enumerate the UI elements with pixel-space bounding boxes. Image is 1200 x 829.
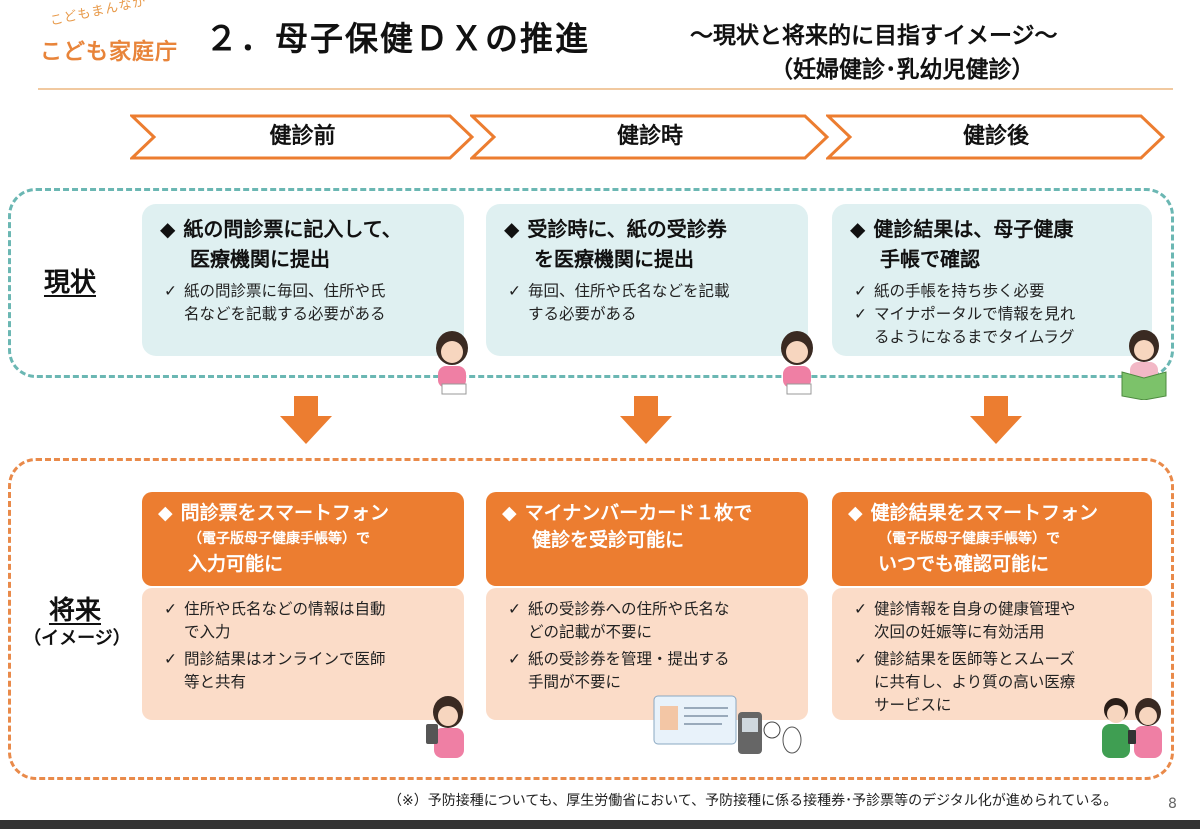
- check-item: ✓毎回、住所や氏名などを記載する必要がある: [508, 282, 730, 323]
- stage-chevron-before: 健診前: [130, 114, 475, 160]
- check-item: ✓マイナポータルで情報を見れるようになるまでタイムラグ: [854, 305, 1076, 346]
- page-title: ２．母子保健ＤＸの推進: [205, 19, 590, 58]
- stage-label: 健診前: [269, 124, 336, 149]
- box-heading: ◆受診時に、紙の受診券: [504, 217, 727, 241]
- down-arrow-icon: [620, 396, 672, 444]
- box-heading: ◆健診結果は、母子健康: [850, 217, 1074, 241]
- current-box-before: ◆紙の問診票に記入して、 医療機関に提出 ✓紙の問診票に毎回、住所や氏名などを記…: [142, 204, 464, 356]
- future-box-after: ✓健診情報を自身の健康管理や次回の妊娠等に有効活用 ✓健診結果を医師等とスムーズ…: [832, 588, 1152, 720]
- box-heading: 医療機関に提出: [190, 247, 330, 271]
- woman-writing-icon: [436, 331, 468, 395]
- check-item: ✓紙の問診票に毎回、住所や氏名などを記載する必要がある: [164, 282, 386, 323]
- future-row-label: 将来: [48, 596, 101, 626]
- woman-with-phone-icon: [426, 696, 464, 758]
- check-item: ✓紙の受診券への住所や氏名などの記載が不要に: [508, 600, 730, 641]
- stage-label: 健診時: [616, 124, 683, 149]
- logo-name: こども家庭庁: [40, 40, 179, 65]
- check-item: ✓紙の手帳を持ち歩く必要: [854, 282, 1045, 300]
- page-number: 8: [1168, 796, 1177, 812]
- current-section: [8, 188, 1174, 378]
- future-box-during: ✓紙の受診券への住所や氏名などの記載が不要に ✓紙の受診券を管理・提出する手間が…: [486, 588, 808, 720]
- future-section: [8, 458, 1174, 780]
- logo-tagline: こどもまんなか: [48, 0, 148, 29]
- card-reader-icon: [738, 712, 802, 754]
- down-arrow-icon: [280, 396, 332, 444]
- box-heading: 手帳で確認: [880, 247, 980, 271]
- future-box-before: ✓住所や氏名などの情報は自動で入力 ✓問診結果はオンラインで医師等と共有: [142, 588, 464, 720]
- current-box-during: ◆受診時に、紙の受診券 を医療機関に提出 ✓毎回、住所や氏名などを記載する必要が…: [486, 204, 808, 356]
- box-heading: を医療機関に提出: [534, 247, 694, 271]
- check-item: ✓問診結果はオンラインで医師等と共有: [164, 650, 386, 691]
- footnote: （※）予防接種についても、厚生労働省において、予防接種に係る接種券･予診票等のデ…: [388, 793, 1118, 809]
- check-item: ✓住所や氏名などの情報は自動で入力: [164, 600, 386, 641]
- check-item: ✓健診結果を医師等とスムーズに共有し、より質の高い医療サービスに: [854, 650, 1076, 714]
- bottom-bar: [0, 820, 1200, 829]
- current-row-label: 現状: [43, 268, 96, 298]
- future-heading-after: ◆健診結果をスマートフォン （電子版母子健康手帳等）で いつでも確認可能に: [832, 492, 1152, 586]
- woman-writing-icon: [781, 331, 813, 395]
- stage-chevron-during: 健診時: [470, 114, 830, 160]
- current-box-after: ◆健診結果は、母子健康 手帳で確認 ✓紙の手帳を持ち歩く必要 ✓マイナポータルで…: [832, 204, 1152, 356]
- future-heading-during: ◆マイナンバーカード１枚で 健診を受診可能に: [486, 492, 808, 586]
- stage-chevron-after: 健診後: [826, 114, 1166, 160]
- header-divider: [38, 88, 1173, 90]
- stage-label: 健診後: [962, 124, 1029, 149]
- down-arrow-icon: [970, 396, 1022, 444]
- id-card-icon: [653, 695, 737, 745]
- future-heading-before: ◆問診票をスマートフォン （電子版母子健康手帳等）で 入力可能に: [142, 492, 464, 586]
- box-heading: ◆紙の問診票に記入して、: [160, 217, 402, 241]
- couple-with-phone-icon: [1102, 698, 1162, 758]
- woman-reading-book-icon: [1121, 330, 1167, 400]
- agency-logo: こどもまんなか こども家庭庁: [38, 0, 179, 70]
- page-subtitle-1: ～現状と将来的に目指すイメージ～: [690, 23, 1058, 49]
- check-item: ✓健診情報を自身の健康管理や次回の妊娠等に有効活用: [854, 600, 1076, 641]
- check-item: ✓紙の受診券を管理・提出する手間が不要に: [508, 650, 730, 691]
- future-row-sublabel: （イメージ）: [23, 628, 131, 649]
- page-subtitle-2: （妊婦健診･乳幼児健診）: [770, 57, 1035, 83]
